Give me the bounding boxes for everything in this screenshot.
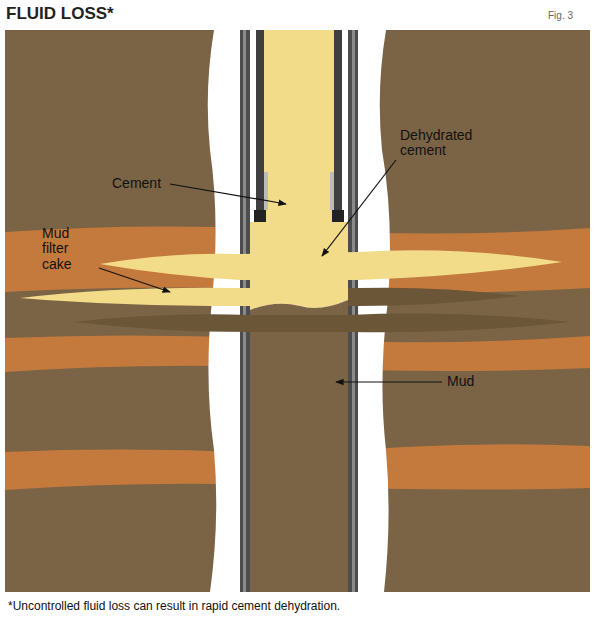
inner-pipe (334, 30, 342, 222)
pipe-liner (264, 172, 268, 210)
callout-label: Cement (112, 176, 161, 191)
leader-line (336, 381, 442, 382)
cement-filtrate-finger (20, 288, 250, 306)
mud-finger (75, 314, 570, 333)
callout-label: Mud (447, 374, 474, 389)
pipe-shoe (332, 210, 344, 222)
formation-ground (5, 30, 590, 592)
figure-title: FLUID LOSS* (6, 5, 114, 24)
mud-finger (348, 288, 518, 306)
inner-pipe (256, 30, 264, 222)
cement-filtrate-finger (100, 250, 562, 280)
outer-casing (348, 30, 358, 592)
mud-column (250, 300, 348, 592)
outer-casing (352, 30, 355, 592)
leader-line (322, 160, 396, 256)
cement-column (264, 30, 334, 230)
borehole (208, 30, 390, 592)
outer-casing (243, 30, 246, 592)
outer-casing (240, 30, 250, 592)
figure-number: Fig. 3 (548, 10, 573, 21)
leader-line (170, 184, 286, 204)
figure-caption: *Uncontrolled fluid loss can result in r… (8, 600, 586, 613)
callout-label: Dehydrated cement (400, 128, 488, 159)
leader-line (99, 268, 170, 292)
pipe-shoe (254, 210, 266, 222)
callout-label: Mud filter cake (42, 226, 88, 272)
pipe-liner (330, 172, 334, 210)
